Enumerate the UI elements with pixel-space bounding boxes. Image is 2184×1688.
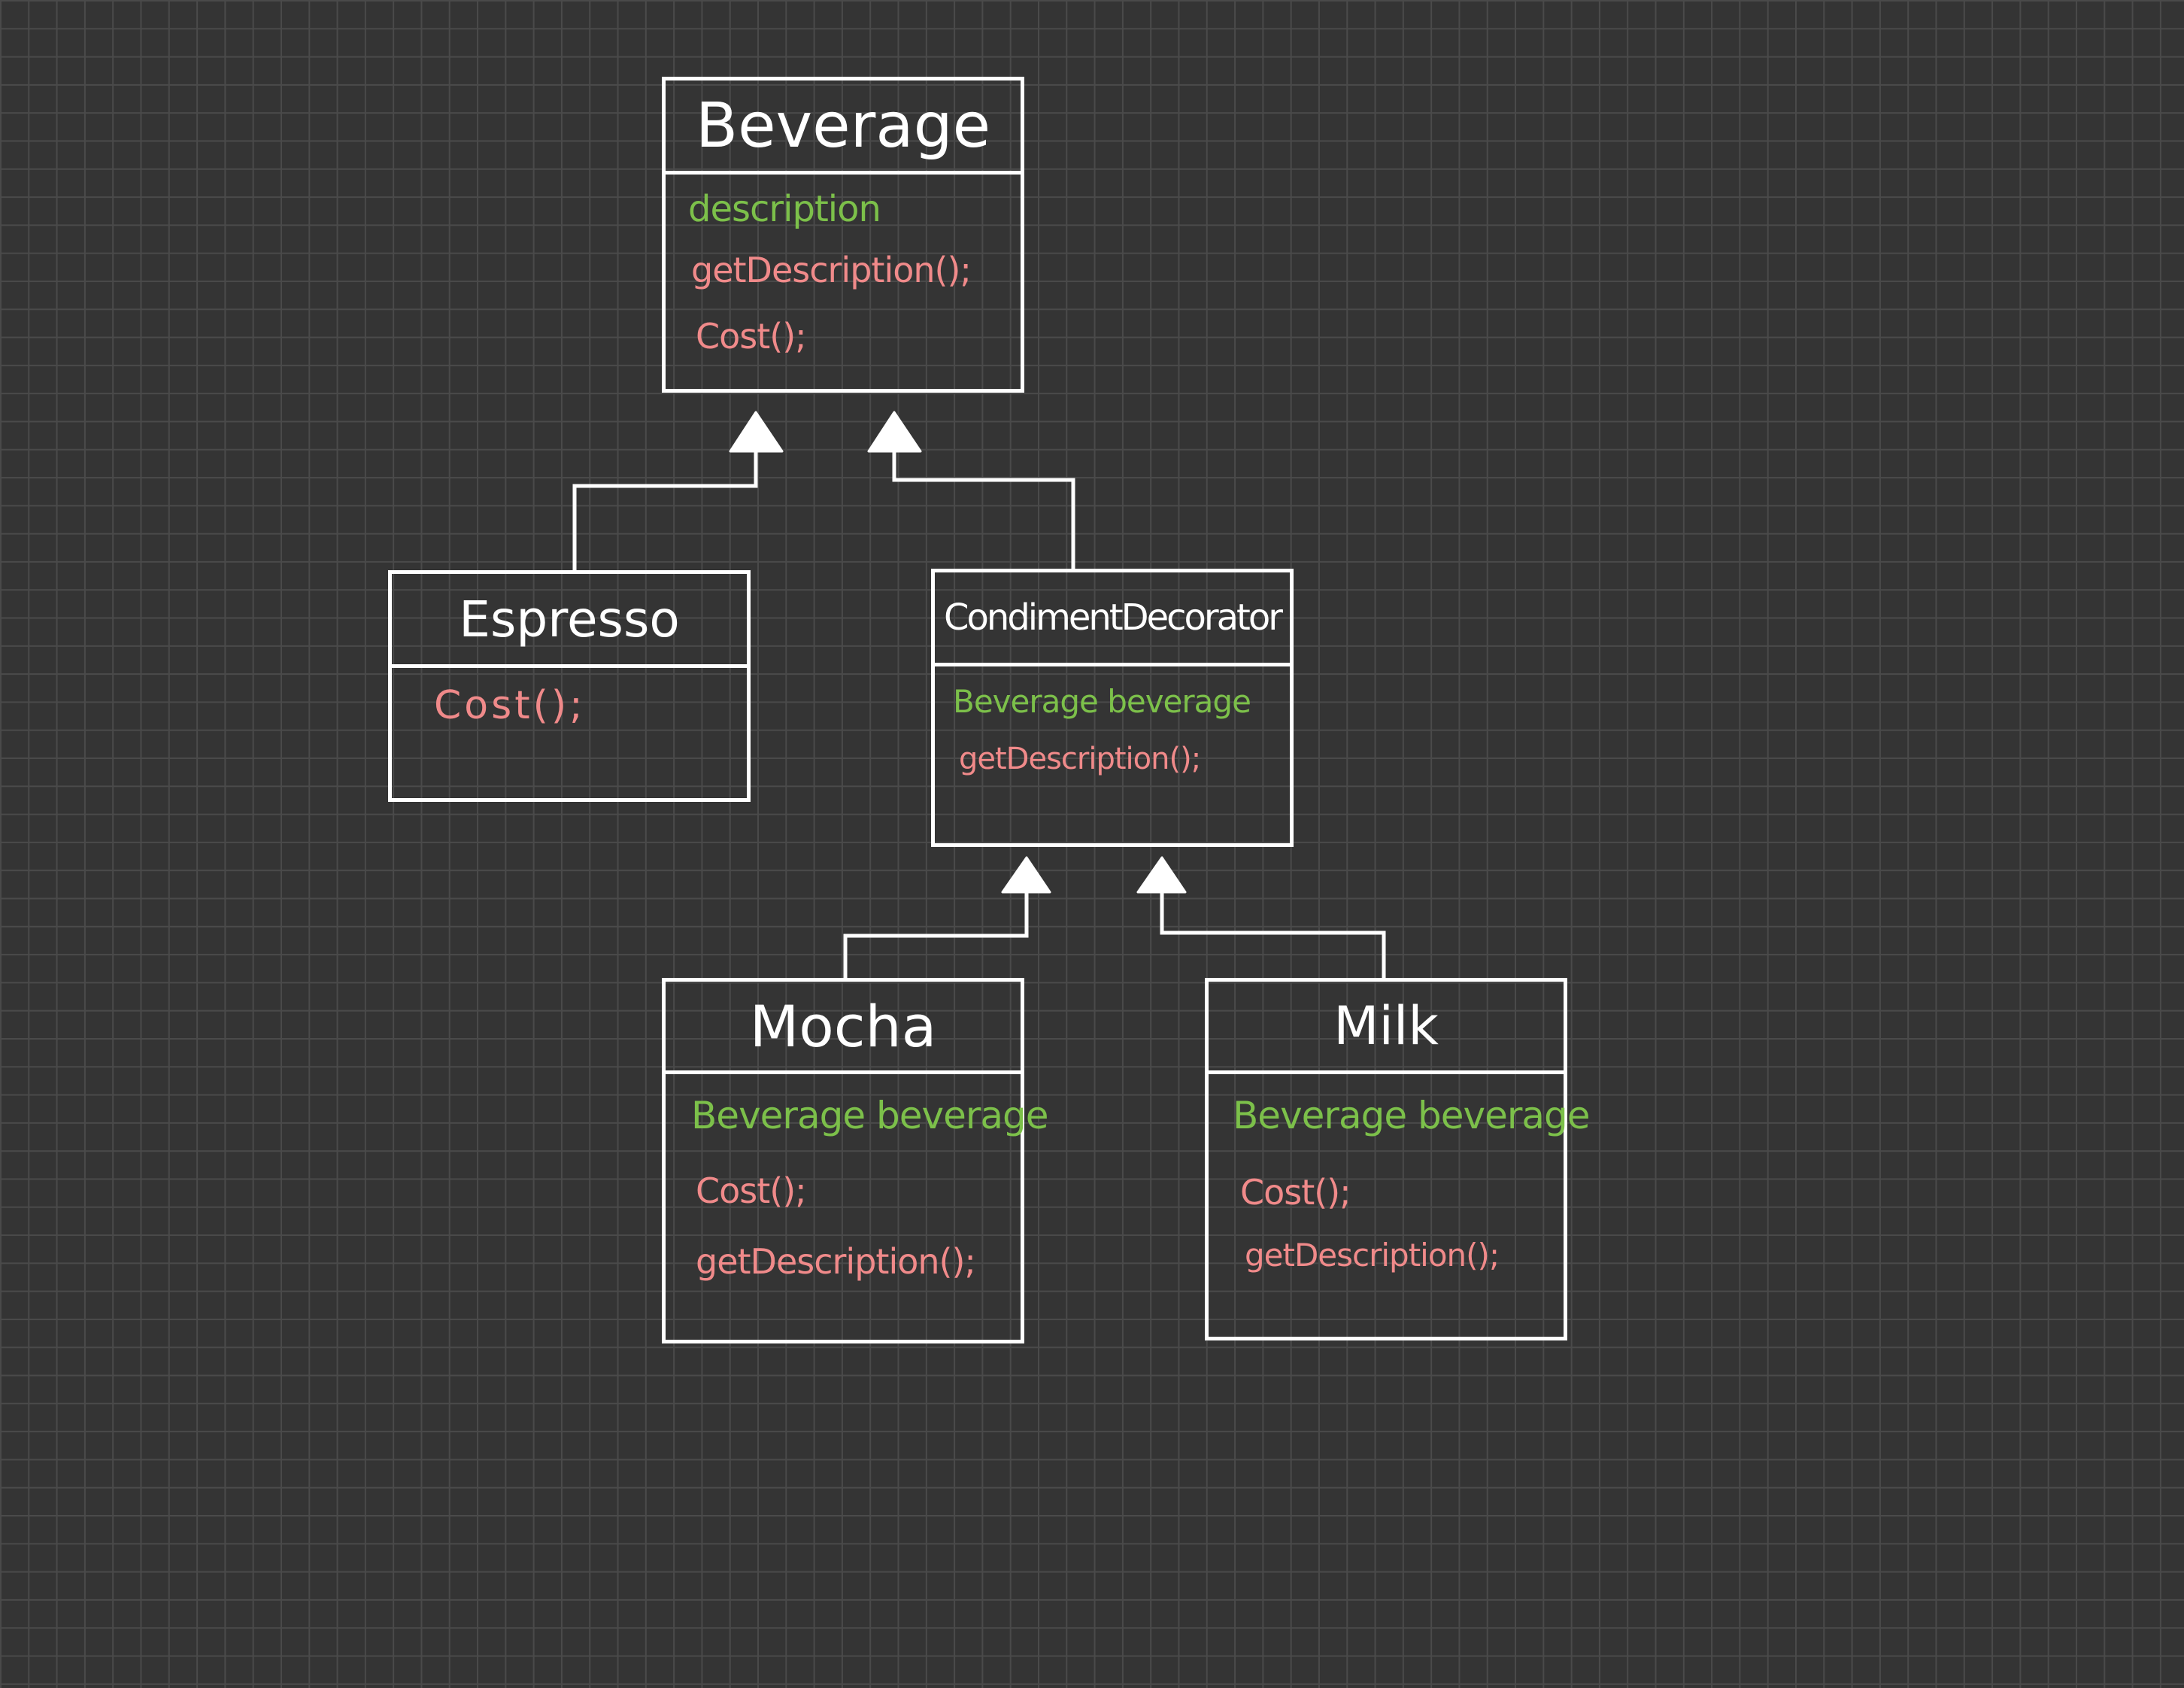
mocha-class-box: Mocha Beverage beverage Cost(); getDescr…	[662, 978, 1049, 1343]
condiment-decorator-class-box: CondimentDecorator Beverage beverage get…	[931, 569, 1294, 847]
field-beverage: Beverage beverage	[691, 1094, 1049, 1137]
milk-inheritance-arrowhead	[1136, 856, 1187, 894]
mocha-inheritance-arrowhead	[1001, 856, 1051, 894]
espresso-class-box: Espresso Cost();	[388, 570, 751, 802]
condiment-decorator-members: Beverage beverage getDescription();	[935, 666, 1290, 843]
method-cost: Cost();	[696, 1170, 807, 1211]
decorator-to-beverage-line	[892, 448, 1075, 570]
field-description: description	[688, 188, 881, 230]
class-name-beverage: Beverage	[666, 80, 1021, 175]
espresso-to-beverage-line	[572, 448, 758, 572]
decorator-inheritance-arrowhead	[867, 411, 922, 453]
milk-to-decorator-line	[1160, 892, 1386, 979]
method-get-description: getDescription();	[959, 742, 1201, 776]
mocha-to-decorator-line	[843, 892, 1029, 979]
method-cost: Cost();	[1240, 1172, 1351, 1213]
method-cost: Cost();	[434, 683, 586, 728]
espresso-members: Cost();	[392, 668, 747, 798]
field-beverage: Beverage beverage	[1233, 1094, 1591, 1137]
class-name-milk: Milk	[1209, 982, 1564, 1074]
beverage-members: description getDescription(); Cost();	[666, 175, 1021, 389]
method-cost: Cost();	[696, 316, 807, 357]
class-name-espresso: Espresso	[392, 574, 747, 668]
method-get-description: getDescription();	[1245, 1237, 1500, 1274]
milk-members: Beverage beverage Cost(); getDescription…	[1209, 1074, 1591, 1337]
field-beverage: Beverage beverage	[953, 683, 1251, 720]
method-get-description: getDescription();	[691, 250, 972, 290]
class-name-mocha: Mocha	[666, 982, 1021, 1074]
milk-class-box: Milk Beverage beverage Cost(); getDescri…	[1205, 978, 1591, 1340]
espresso-inheritance-arrowhead	[729, 411, 784, 453]
class-name-condiment-decorator: CondimentDecorator	[935, 572, 1290, 666]
mocha-members: Beverage beverage Cost(); getDescription…	[666, 1074, 1049, 1340]
method-get-description: getDescription();	[696, 1241, 976, 1282]
beverage-class-box: Beverage description getDescription(); C…	[662, 77, 1024, 393]
